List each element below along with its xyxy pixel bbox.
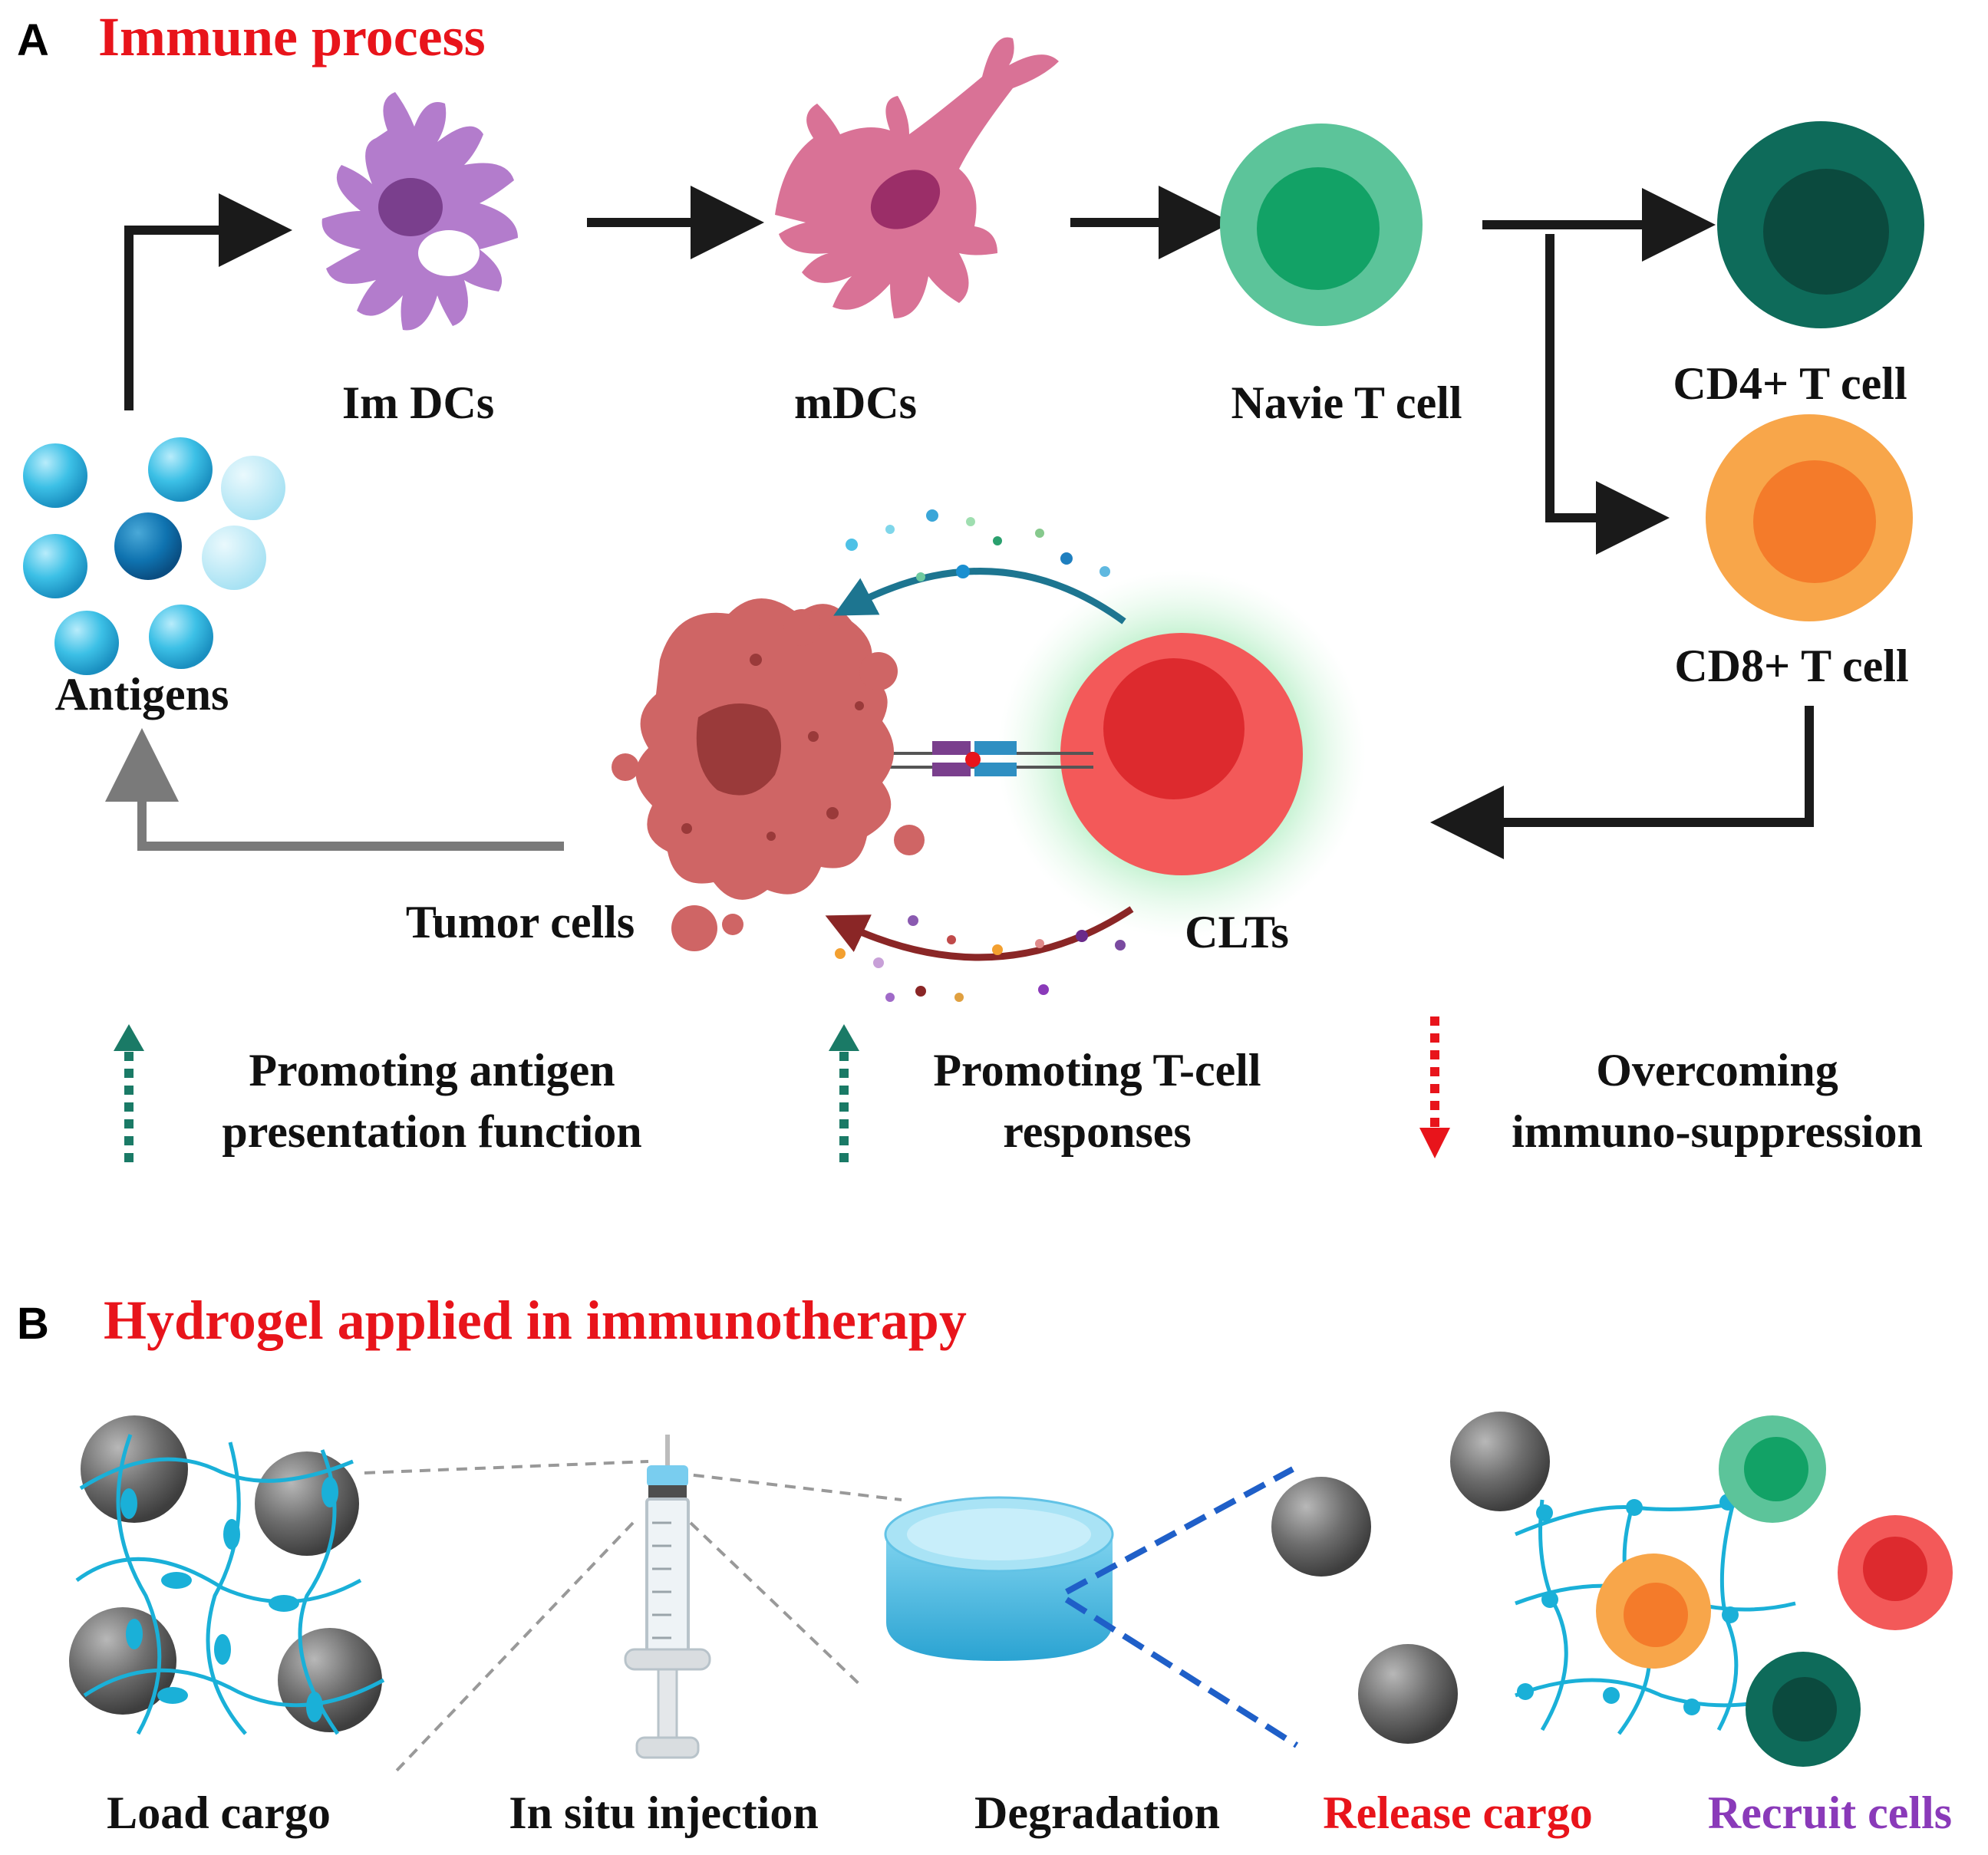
syringe-icon bbox=[624, 1435, 711, 1759]
recruited-cd4-cell bbox=[1746, 1652, 1861, 1767]
legend-text-line2: immuno-suppression bbox=[1512, 1106, 1923, 1157]
expansion-lines bbox=[1064, 1466, 1299, 1748]
legend-item-antigen-presentation: Promoting antigen presentation function bbox=[114, 1024, 642, 1162]
arrow-up-icon bbox=[114, 1024, 144, 1051]
recruited-cd8-cell bbox=[1596, 1554, 1711, 1669]
legend-text-line1: Overcoming bbox=[1596, 1045, 1838, 1096]
legend-text-line2: responses bbox=[1003, 1106, 1192, 1157]
released-cargo-particles bbox=[1271, 1412, 1550, 1744]
arrow-up-icon bbox=[829, 1024, 859, 1051]
im-dc-cell bbox=[321, 92, 518, 331]
arrow-antigens-to-imdcs bbox=[124, 193, 292, 410]
recruited-clt-cell bbox=[1838, 1515, 1953, 1630]
label-release-cargo: Release cargo bbox=[1323, 1787, 1593, 1838]
legend-text-line1: Promoting T-cell bbox=[933, 1045, 1261, 1096]
panel-b-title: Hydrogel applied in immunotherapy bbox=[104, 1290, 967, 1351]
cd8-t-cell bbox=[1706, 414, 1913, 621]
m-dc-cell bbox=[775, 37, 1059, 319]
panel-a-letter: A bbox=[17, 15, 49, 65]
antigens-cluster bbox=[23, 437, 285, 675]
legend-text-line2: presentation function bbox=[222, 1106, 641, 1157]
label-cd8-t-cell: CD8+ T cell bbox=[1674, 641, 1908, 691]
label-im-dcs: Im DCs bbox=[342, 377, 494, 428]
clt-cell bbox=[997, 570, 1366, 938]
legend-text-line1: Promoting antigen bbox=[249, 1045, 615, 1096]
cytokine-arc-upper bbox=[833, 509, 1126, 624]
panel-b-letter: B bbox=[17, 1299, 49, 1349]
panel-a-title: Immune process bbox=[98, 6, 486, 68]
label-degradation: Degradation bbox=[974, 1787, 1220, 1838]
label-tumor-cells: Tumor cells bbox=[406, 897, 635, 947]
label-naive-t-cell: Navie T cell bbox=[1231, 377, 1462, 428]
cytokine-arc-lower bbox=[825, 906, 1134, 1002]
zoom-guide-lines bbox=[364, 1460, 902, 1774]
tcr-receptor-complex bbox=[890, 741, 1093, 776]
label-recruit-cells: Recruit cells bbox=[1708, 1787, 1952, 1838]
label-cd4-t-cell: CD4+ T cell bbox=[1673, 358, 1907, 409]
label-load-cargo: Load cargo bbox=[107, 1787, 331, 1838]
label-in-situ-injection: In situ injection bbox=[509, 1787, 818, 1838]
label-clts: CLTs bbox=[1185, 907, 1289, 957]
tumor-cell-cluster bbox=[612, 598, 925, 951]
arrow-down-icon bbox=[1419, 1128, 1450, 1158]
hydrogel-loaded-network bbox=[69, 1415, 385, 1735]
arrow-tumor-to-antigens bbox=[105, 728, 564, 851]
cd4-t-cell bbox=[1717, 121, 1924, 328]
naive-t-cell bbox=[1220, 124, 1423, 326]
recruited-naive-t-cell bbox=[1719, 1415, 1826, 1523]
label-antigens: Antigens bbox=[55, 669, 229, 720]
hydrogel-disk bbox=[884, 1496, 1114, 1661]
arrow-naive-to-cd8 bbox=[1545, 234, 1670, 555]
label-mdcs: mDCs bbox=[794, 377, 917, 428]
arrow-cd8-to-clts bbox=[1430, 706, 1814, 859]
legend-item-t-cell-responses: Promoting T-cell responses bbox=[829, 1024, 1261, 1162]
legend-item-immuno-suppression: Overcoming immuno-suppression bbox=[1419, 1016, 1923, 1158]
